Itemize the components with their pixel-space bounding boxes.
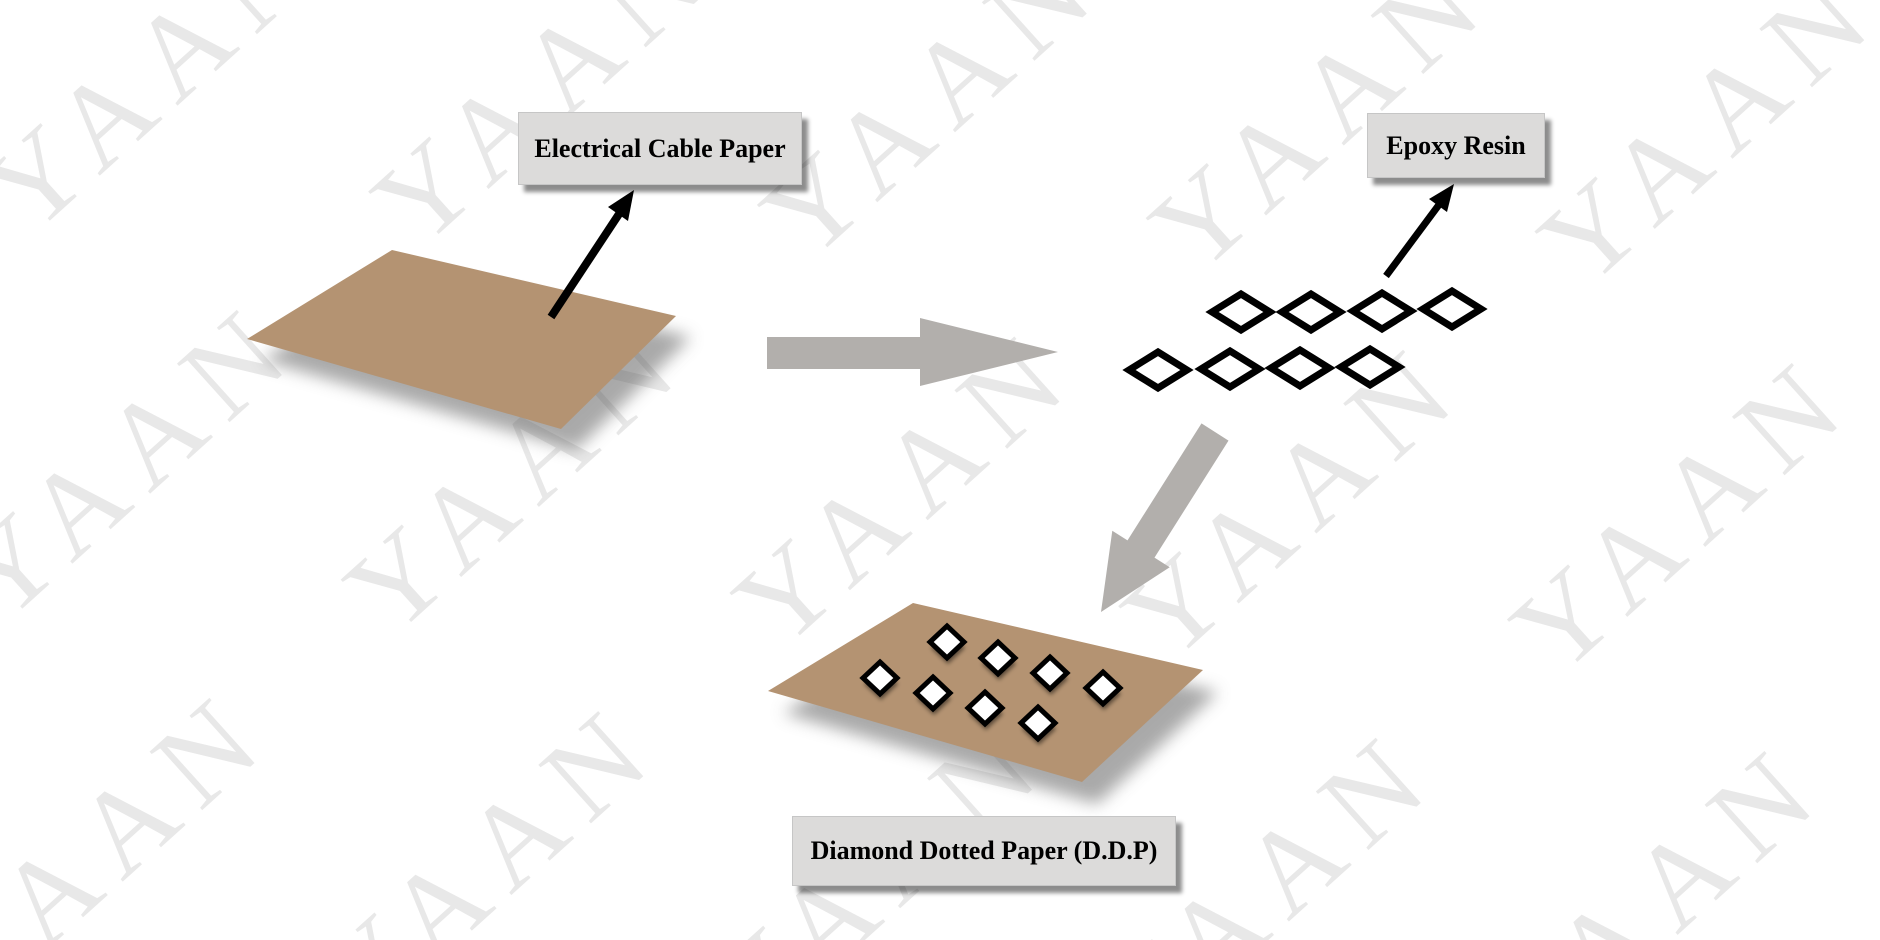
process-arrow-down-icon <box>1101 423 1229 612</box>
epoxy-diamond-icon <box>1416 286 1488 332</box>
epoxy-diamond-icon <box>1346 288 1418 334</box>
epoxy-diamond-icon <box>1122 347 1194 393</box>
ddp-diamond-icon <box>964 688 1006 728</box>
cable-paper-label: Electrical Cable Paper <box>518 112 802 185</box>
ddp-diamond-icon <box>977 638 1019 678</box>
epoxy-diamond-icon <box>1264 345 1336 391</box>
epoxy-diamond-icon <box>1275 289 1347 335</box>
epoxy-label-arrow-icon <box>1383 184 1454 279</box>
ddp-diamond-icon <box>1082 668 1124 708</box>
ddp-diamond-cluster <box>859 622 1124 745</box>
process-arrow-right-icon <box>767 318 1058 386</box>
epoxy-diamond-icon <box>1205 289 1277 335</box>
ddp-label: Diamond Dotted Paper (D.D.P) <box>792 816 1176 886</box>
ddp-diamond-icon <box>1029 653 1071 693</box>
epoxy-diamond-icon <box>1194 346 1266 392</box>
epoxy-diamond-cluster <box>1122 286 1488 393</box>
ddp-diamond-icon <box>926 622 968 662</box>
ddp-diamond-icon <box>912 673 954 713</box>
epoxy-resin-label: Epoxy Resin <box>1367 113 1545 178</box>
ddp-diamond-icon <box>859 658 901 698</box>
epoxy-diamond-icon <box>1334 344 1406 390</box>
cable-label-arrow-icon <box>547 190 634 320</box>
ddp-diamond-icon <box>1017 703 1059 743</box>
